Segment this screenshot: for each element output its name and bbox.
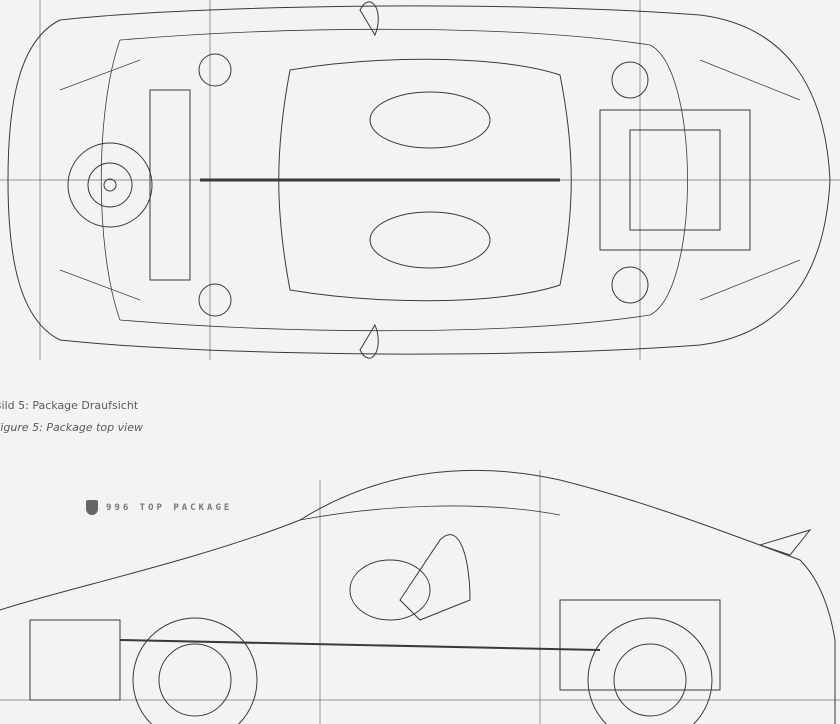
logo-text: 996 TOP PACKAGE [106, 502, 233, 513]
figure-caption-german: Bild 5: Package Draufsicht [0, 399, 139, 412]
porsche-crest-icon [86, 500, 98, 515]
spare-wheel [67, 142, 153, 228]
seat-outline [399, 534, 471, 621]
side-engine [559, 599, 721, 691]
top-view-drawing [0, 0, 840, 360]
side-view-body-outline [0, 469, 836, 724]
front-wheel [132, 617, 258, 724]
figure-caption-english: Figure 5: Package top view [0, 421, 143, 434]
package-logo: 996 TOP PACKAGE [86, 500, 232, 515]
side-view-drawing [0, 469, 840, 724]
rear-wheel [587, 617, 713, 724]
cabin-outline [278, 58, 572, 302]
top-view-body-outline [7, 5, 831, 355]
rear-spoiler [758, 529, 812, 556]
